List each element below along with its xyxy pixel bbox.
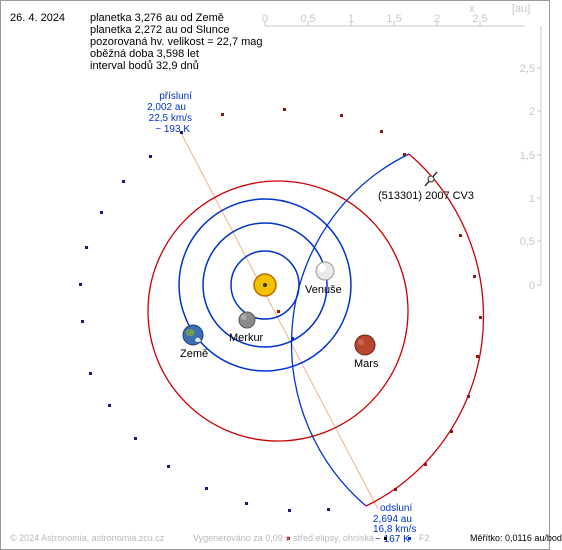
earth-orbit — [178, 198, 352, 372]
info-panel: planetka 3,276 au od Země planetka 2,272… — [90, 12, 263, 72]
aphelion-distance: 2,694 au — [373, 514, 412, 525]
venus-icon — [315, 261, 335, 281]
generated-time-text: Vygenerováno za 0,09 s — [193, 533, 290, 543]
unit-label: [au] — [512, 3, 530, 15]
x-tick-label: 2 — [434, 13, 440, 25]
perihelion-title: přísluní — [159, 91, 192, 102]
x-tick-label: 2,5 — [472, 13, 487, 25]
orbit-point — [149, 155, 152, 158]
earth-label: Země — [180, 348, 208, 360]
mars-icon — [354, 334, 376, 356]
x-axis — [264, 22, 525, 27]
orbit-point — [403, 153, 406, 156]
aphelion-velocity: 16,8 km/s — [373, 524, 416, 535]
scale-text: Měřítko: 0,0116 au/bod — [470, 533, 562, 543]
orbit-point — [100, 211, 103, 214]
focus-marker — [291, 337, 294, 340]
orbit-point — [459, 234, 462, 237]
orbit-point — [473, 275, 476, 278]
perihelion-velocity: 22,5 km/s — [149, 113, 192, 124]
sun-icon — [253, 273, 277, 297]
orbit-point — [108, 404, 111, 407]
x-tick-label: 0,5 — [300, 13, 315, 25]
orbit-point — [380, 130, 383, 133]
mars-label: Mars — [354, 358, 379, 370]
y-tick-label: 1,5 — [520, 150, 535, 162]
orbit-point — [467, 395, 470, 398]
venus-orbit — [202, 222, 328, 348]
x-axis-label: x — [469, 3, 475, 15]
orbit-diagram: 0 0,5 1 1,5 2 2,5 x [au] 2,5 2 1,5 1 0,5… — [79, 3, 542, 545]
legend-focus-label: F2 — [419, 533, 430, 543]
info-line: planetka 3,276 au od Země — [90, 12, 224, 24]
info-line: oběžná doba 3,598 let — [90, 48, 199, 60]
orbit-point — [479, 316, 482, 319]
orbit-point — [79, 283, 82, 286]
info-line: pozorovaná hv. velikost = 22,7 mag — [90, 36, 263, 48]
orbit-point — [450, 430, 453, 433]
info-line: interval bodů 32,9 dnů — [90, 60, 199, 72]
apsis-line — [180, 132, 379, 510]
copyright-text: © 2024 Astronomia, astronomia.zcu.cz — [10, 533, 165, 543]
orbit-point — [476, 355, 479, 358]
orbit-point — [394, 488, 397, 491]
asteroid-marker — [424, 171, 438, 187]
asteroid-label: (513301) 2007 CV3 — [378, 190, 474, 202]
orbit-point — [85, 246, 88, 249]
venus-label: Venuše — [305, 284, 342, 296]
y-tick-label: 0 — [529, 280, 535, 292]
orbit-point — [180, 131, 183, 134]
x-tick-label: 1 — [348, 13, 354, 25]
y-tick-label: 2,5 — [520, 63, 535, 75]
perihelion-temperature: ~ 193 K — [155, 124, 190, 135]
aphelion-title: odsluní — [380, 503, 412, 514]
x-tick-label: 1,5 — [386, 13, 401, 25]
ellipse-center-marker — [277, 310, 280, 313]
orbit-point — [424, 463, 427, 466]
orbit-point — [340, 114, 343, 117]
date-label: 26. 4. 2024 — [10, 12, 66, 24]
y-tick-label: 0,5 — [520, 236, 535, 248]
asteroid-orbit-red-arc — [365, 153, 485, 507]
orbit-point — [205, 487, 208, 490]
y-tick-label: 1 — [529, 193, 535, 205]
y-tick-label: 2 — [529, 106, 535, 118]
mercury-label: Merkur — [229, 332, 264, 344]
orbit-point — [89, 372, 92, 375]
legend-focus-marker — [408, 537, 411, 540]
x-tick-label: 0 — [262, 13, 268, 25]
info-line: planetka 2,272 au od Slunce — [90, 24, 230, 36]
y-axis — [537, 26, 542, 286]
orbit-point — [122, 180, 125, 183]
legend-center-marker — [287, 537, 290, 540]
orbit-point — [283, 108, 286, 111]
orbit-point — [288, 509, 291, 512]
mercury-icon — [238, 311, 256, 329]
asteroid-orbit-blue-arc — [290, 153, 410, 507]
orbit-point — [221, 113, 224, 116]
orbit-point — [327, 508, 330, 511]
legend-focus-marker — [384, 537, 387, 540]
earth-icon — [182, 324, 204, 346]
orbit-point — [167, 465, 170, 468]
legend-text: střed elipsy, ohniska — [293, 533, 374, 543]
orbit-point — [134, 437, 137, 440]
orbit-point — [245, 502, 248, 505]
mars-orbit — [147, 180, 409, 442]
aphelion-temperature: ~ 167 K — [375, 534, 410, 545]
orbit-point — [81, 320, 84, 323]
perihelion-distance: 2,002 au — [147, 102, 186, 113]
